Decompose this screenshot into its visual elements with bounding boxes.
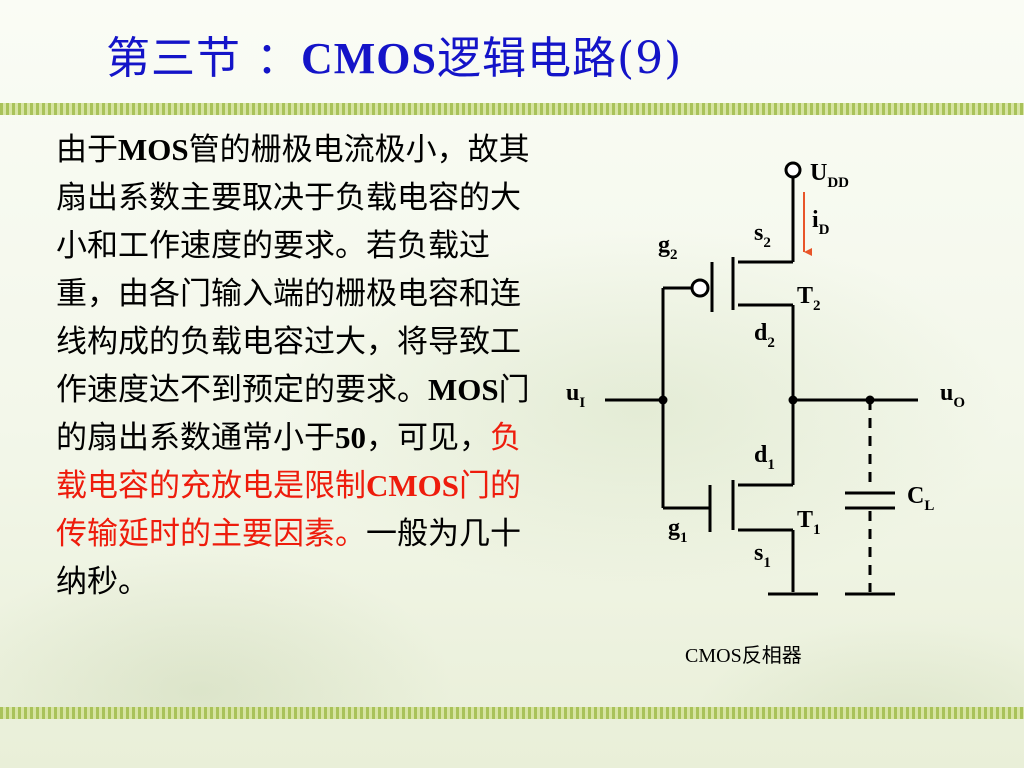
label-t2: T2 [797, 283, 821, 314]
supply-terminal [784, 161, 802, 179]
body-text-2: 管的栅极电流极小，故其扇出系数主要取决于负载电容的大小和工作速度的要求。若负载过… [56, 132, 530, 408]
label-uo: uO [940, 380, 965, 411]
label-ui: uI [566, 380, 585, 411]
label-d1: d1 [754, 442, 775, 473]
body-text-3: 门的扇出系数通常小于 [56, 372, 530, 456]
bottom-divider-stripe [0, 707, 1024, 719]
highlight-text-2: 门的传输延时的主要因素。 [56, 468, 521, 552]
label-udd: UDD [810, 160, 849, 191]
title-prefix: 第三节 ： [106, 33, 301, 84]
label-s2: s2 [754, 220, 771, 251]
body-text-5: 一般为几十纳秒。 [56, 516, 521, 600]
label-g1: g1 [668, 515, 688, 546]
highlight-text-cmos: CMOS [366, 468, 459, 503]
background-wash [0, 110, 1024, 710]
label-cl: CL [907, 483, 934, 514]
body-text-4: ，可见， [366, 420, 490, 456]
page-title: 第三节 ：CMOS逻辑电路(9) [106, 22, 682, 86]
body-paragraph: 由于MOS管的栅极电流极小，故其扇出系数主要取决于负载电容的大小和工作速度的要求… [56, 126, 546, 606]
input-junction [658, 395, 668, 405]
t2-gate-bubble [690, 278, 710, 298]
label-s1: s1 [754, 540, 771, 571]
cap-junction [865, 395, 875, 405]
title-suffix: 逻辑电路(9) [437, 33, 683, 84]
body-text-1: 由于 [56, 132, 118, 168]
body-text-mos: MOS [118, 132, 189, 167]
label-g2: g2 [658, 232, 678, 263]
highlight-text-1: 负载电容的充放电是限制 [56, 420, 521, 504]
body-text-50: 50 [335, 420, 366, 455]
label-d2: d2 [754, 320, 775, 351]
diagram-caption: CMOS反相器 [685, 644, 802, 667]
output-junction [788, 395, 798, 405]
body-text-mos-2: MOS [428, 372, 499, 407]
top-divider-stripe [0, 103, 1024, 115]
label-id: iD [812, 207, 830, 238]
label-t1: T1 [797, 507, 821, 538]
title-latin: CMOS [301, 34, 437, 83]
